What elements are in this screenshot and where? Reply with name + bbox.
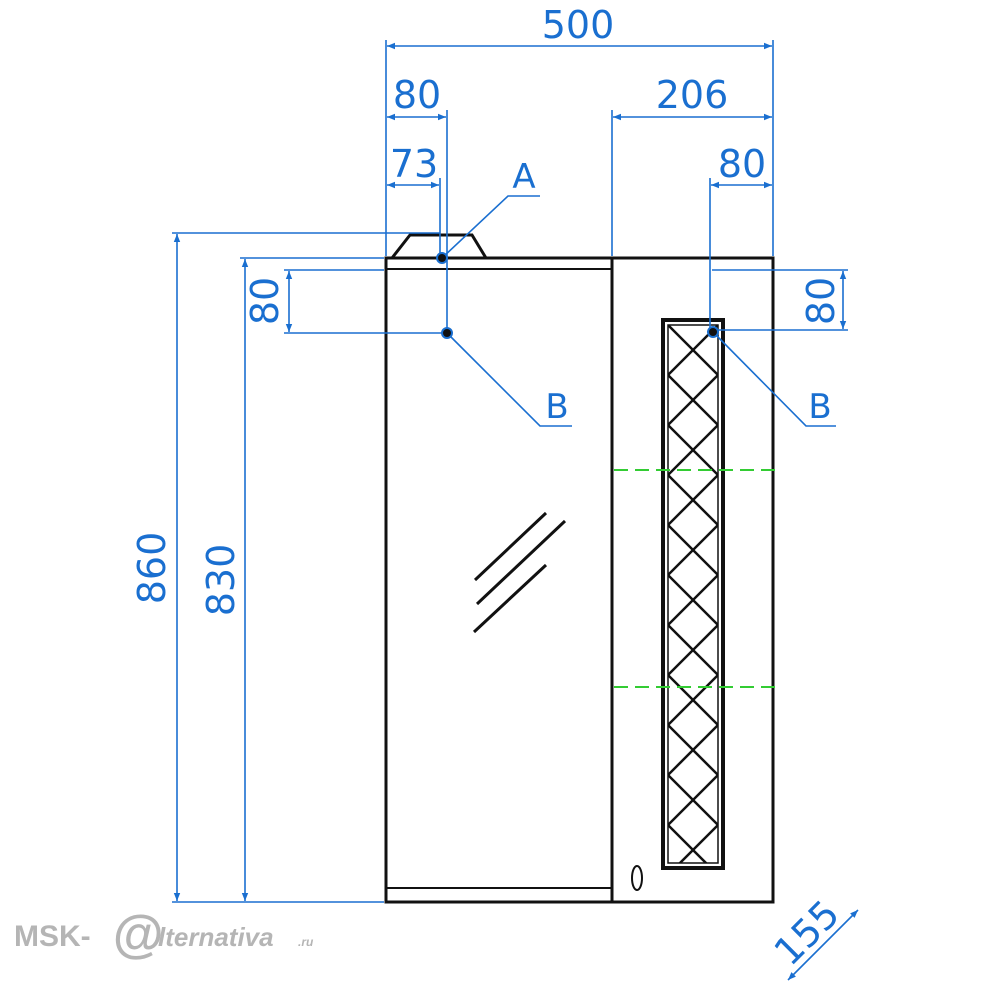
label-point-b-right: B <box>808 387 831 427</box>
watermark-prefix: MSK- <box>14 920 91 953</box>
point-b-left-marker <box>441 327 453 339</box>
dim-line-155 <box>787 909 859 981</box>
lattice-stroke <box>678 824 718 863</box>
dim-right-width: 206 <box>656 73 729 117</box>
watermark-domain: .ru <box>298 935 314 949</box>
lattice-stroke <box>668 724 718 776</box>
lattice-stroke <box>668 875 718 925</box>
mirror-reflection <box>472 511 567 634</box>
panel-frame-inner <box>667 324 719 864</box>
watermark-at: @ <box>112 906 163 964</box>
point-b-right-marker <box>707 326 719 338</box>
leader-b-left <box>446 332 572 427</box>
watermark-suffix: lternativa <box>158 922 274 952</box>
shelf-guides <box>614 469 775 688</box>
cabinet-body <box>384 233 775 904</box>
lattice-stroke <box>668 424 718 476</box>
dim-left-offset-80: 80 <box>393 73 441 117</box>
dim-depth: 155 <box>766 892 848 974</box>
door-handle <box>631 865 643 891</box>
lattice-stroke <box>668 875 718 925</box>
dim-total-height: 860 <box>130 532 174 605</box>
label-point-a: A <box>512 157 535 197</box>
leader-b-right <box>712 331 836 427</box>
lattice-stroke <box>668 624 718 676</box>
lattice-stroke <box>668 674 718 726</box>
watermark-logo: MSK- @ lternativa .ru <box>14 906 314 964</box>
cabinet-outline <box>384 256 775 904</box>
lattice-stroke <box>668 474 718 526</box>
reference-points <box>436 252 719 339</box>
panel-frame <box>661 318 725 870</box>
lattice-stroke <box>668 774 718 826</box>
leader-a <box>441 195 540 259</box>
dim-right-vertical-80: 80 <box>799 277 843 325</box>
label-point-b-left: B <box>545 387 568 427</box>
point-a-marker <box>436 252 448 264</box>
light-fixture <box>390 233 488 259</box>
dim-left-vertical-80: 80 <box>243 277 287 325</box>
dim-total-width: 500 <box>542 3 615 47</box>
diamond-lattice <box>668 325 718 925</box>
lattice-stroke <box>668 574 718 626</box>
dimension-lines <box>172 40 859 981</box>
decorative-panel <box>661 318 725 925</box>
dim-right-offset-80: 80 <box>718 142 766 186</box>
lattice-stroke <box>668 524 718 576</box>
dim-body-height: 830 <box>199 544 243 617</box>
lattice-stroke <box>668 374 718 426</box>
dim-left-offset-73: 73 <box>390 142 438 186</box>
